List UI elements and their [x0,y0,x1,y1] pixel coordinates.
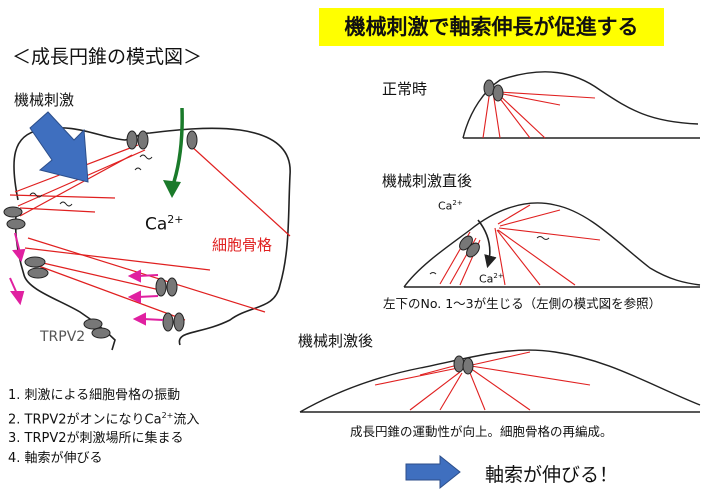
step-text: TRPV2が刺激場所に集まる [24,431,184,447]
cytoskeleton-filaments [9,144,291,321]
step-item: 4. 軸索が伸びる [8,449,199,469]
calcium-charge: 2+ [452,199,463,207]
growth-cone-normal [462,71,700,139]
conclusion-text: 軸索が伸びる！ [485,464,619,486]
calcium-charge: 2+ [493,272,504,280]
headline-banner: 機械刺激で軸索伸長が促進する [319,8,664,46]
step-item: 2. TRPV2がオンになりCa2+流入 [8,406,199,430]
panel-title-just-after: 機械刺激直後 [382,172,473,190]
step-number: 1. [8,388,21,403]
trpv2-channel [483,79,504,102]
conclusion-arrow-icon [405,454,461,490]
step-text-suffix: 流入 [173,411,200,427]
mechanism-steps: 1. 刺激による細胞骨格の振動 2. TRPV2がオンになりCa2+流入 3. … [8,386,199,468]
calcium-influx-arrow-icon [170,107,184,189]
trpv2-channel [3,130,198,339]
step-calcium-charge: 2+ [161,410,174,420]
calcium-label-small: Ca2+ [438,199,463,213]
panel-caption-just-after: 左下のNo. 1～3が生じる（左側の模式図を参照） [383,296,662,311]
cytoskeleton-filaments-normal [482,89,596,139]
step-text: TRPV2がオンになりCa [24,411,162,427]
growth-cone-after [299,349,701,413]
cytoskeleton-filaments-after [374,351,591,411]
vibration-squiggles [429,236,550,275]
mechanical-stimulus-label: 機械刺激 [14,91,75,109]
stimulus-arrow-icon [29,111,89,183]
channel-movement-arrow-icon [9,232,164,326]
step-item: 1. 刺激による細胞骨格の振動 [8,386,199,406]
step-number: 2. [8,411,21,427]
step-text: 刺激による細胞骨格の振動 [24,388,181,403]
cytoskeleton-label: 細胞骨格 [212,236,273,254]
calcium-symbol: Ca [145,214,168,235]
calcium-label: Ca2+ [145,213,184,235]
trpv2-channel [453,355,474,375]
schematic-title: ＜成長円錐の模式図＞ [12,46,203,68]
panel-title-after: 機械刺激後 [298,332,374,350]
growth-cone-just-after [403,202,701,288]
panel-caption-after: 成長円錐の運動性が向上。細胞骨格の再編成。 [350,424,613,439]
calcium-symbol: Ca [479,272,494,286]
calcium-label-small-inside: Ca2+ [479,272,504,286]
panel-title-normal: 正常時 [382,80,428,98]
vibration-squiggles [29,154,153,207]
calcium-influx-arrow-icon [477,219,497,269]
step-number: 4. [8,450,21,466]
step-text: 軸索が伸びる [24,450,103,466]
calcium-symbol: Ca [438,199,453,213]
calcium-arrow-head-icon [163,180,181,198]
trpv2-channel [459,235,480,258]
calcium-charge: 2+ [167,213,184,226]
step-number: 3. [8,431,21,447]
step-item: 3. TRPV2が刺激場所に集まる [8,429,199,449]
trpv2-label: TRPV2 [40,329,86,345]
